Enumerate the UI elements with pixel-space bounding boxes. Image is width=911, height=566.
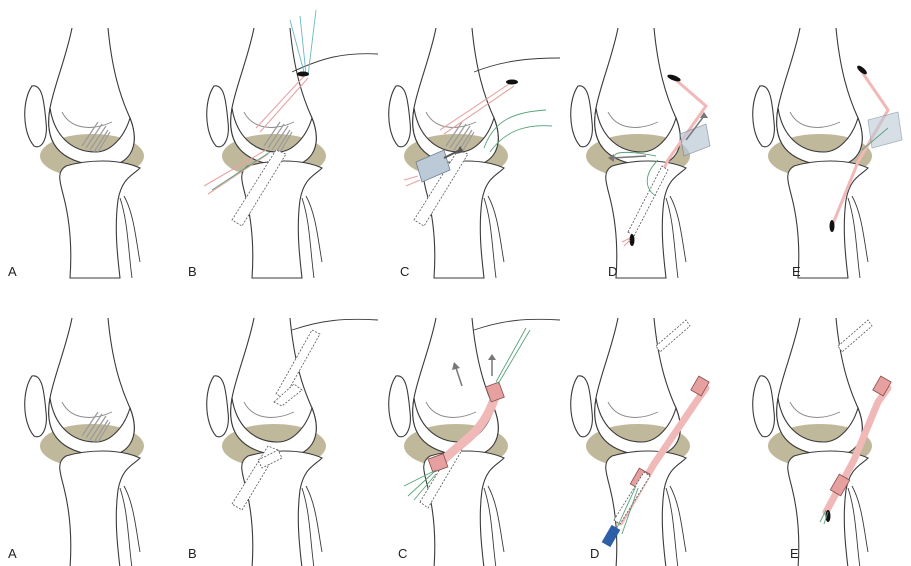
panel-label: E <box>792 264 801 279</box>
panel-label: C <box>400 264 409 279</box>
panel-bottom-a: A <box>8 318 144 566</box>
panel-top-d: D <box>571 28 710 279</box>
panel-top-c: C <box>389 28 560 279</box>
panel-top-b: B <box>188 10 378 279</box>
panel-label: A <box>8 546 17 561</box>
panel-label: B <box>188 264 197 279</box>
panel-label: C <box>398 546 407 561</box>
panel-top-e: E <box>753 28 902 279</box>
panel-bottom-b: B <box>188 318 378 566</box>
panel-label: B <box>188 546 197 561</box>
panel-bottom-c: C <box>389 318 560 566</box>
panel-bottom-e: E <box>753 318 891 566</box>
panel-bottom-d: D <box>571 318 709 566</box>
panel-label: E <box>790 546 799 561</box>
panel-label: D <box>590 546 599 561</box>
panel-label: D <box>608 264 617 279</box>
panel-label: A <box>8 264 17 279</box>
panel-top-a: A <box>8 28 144 279</box>
